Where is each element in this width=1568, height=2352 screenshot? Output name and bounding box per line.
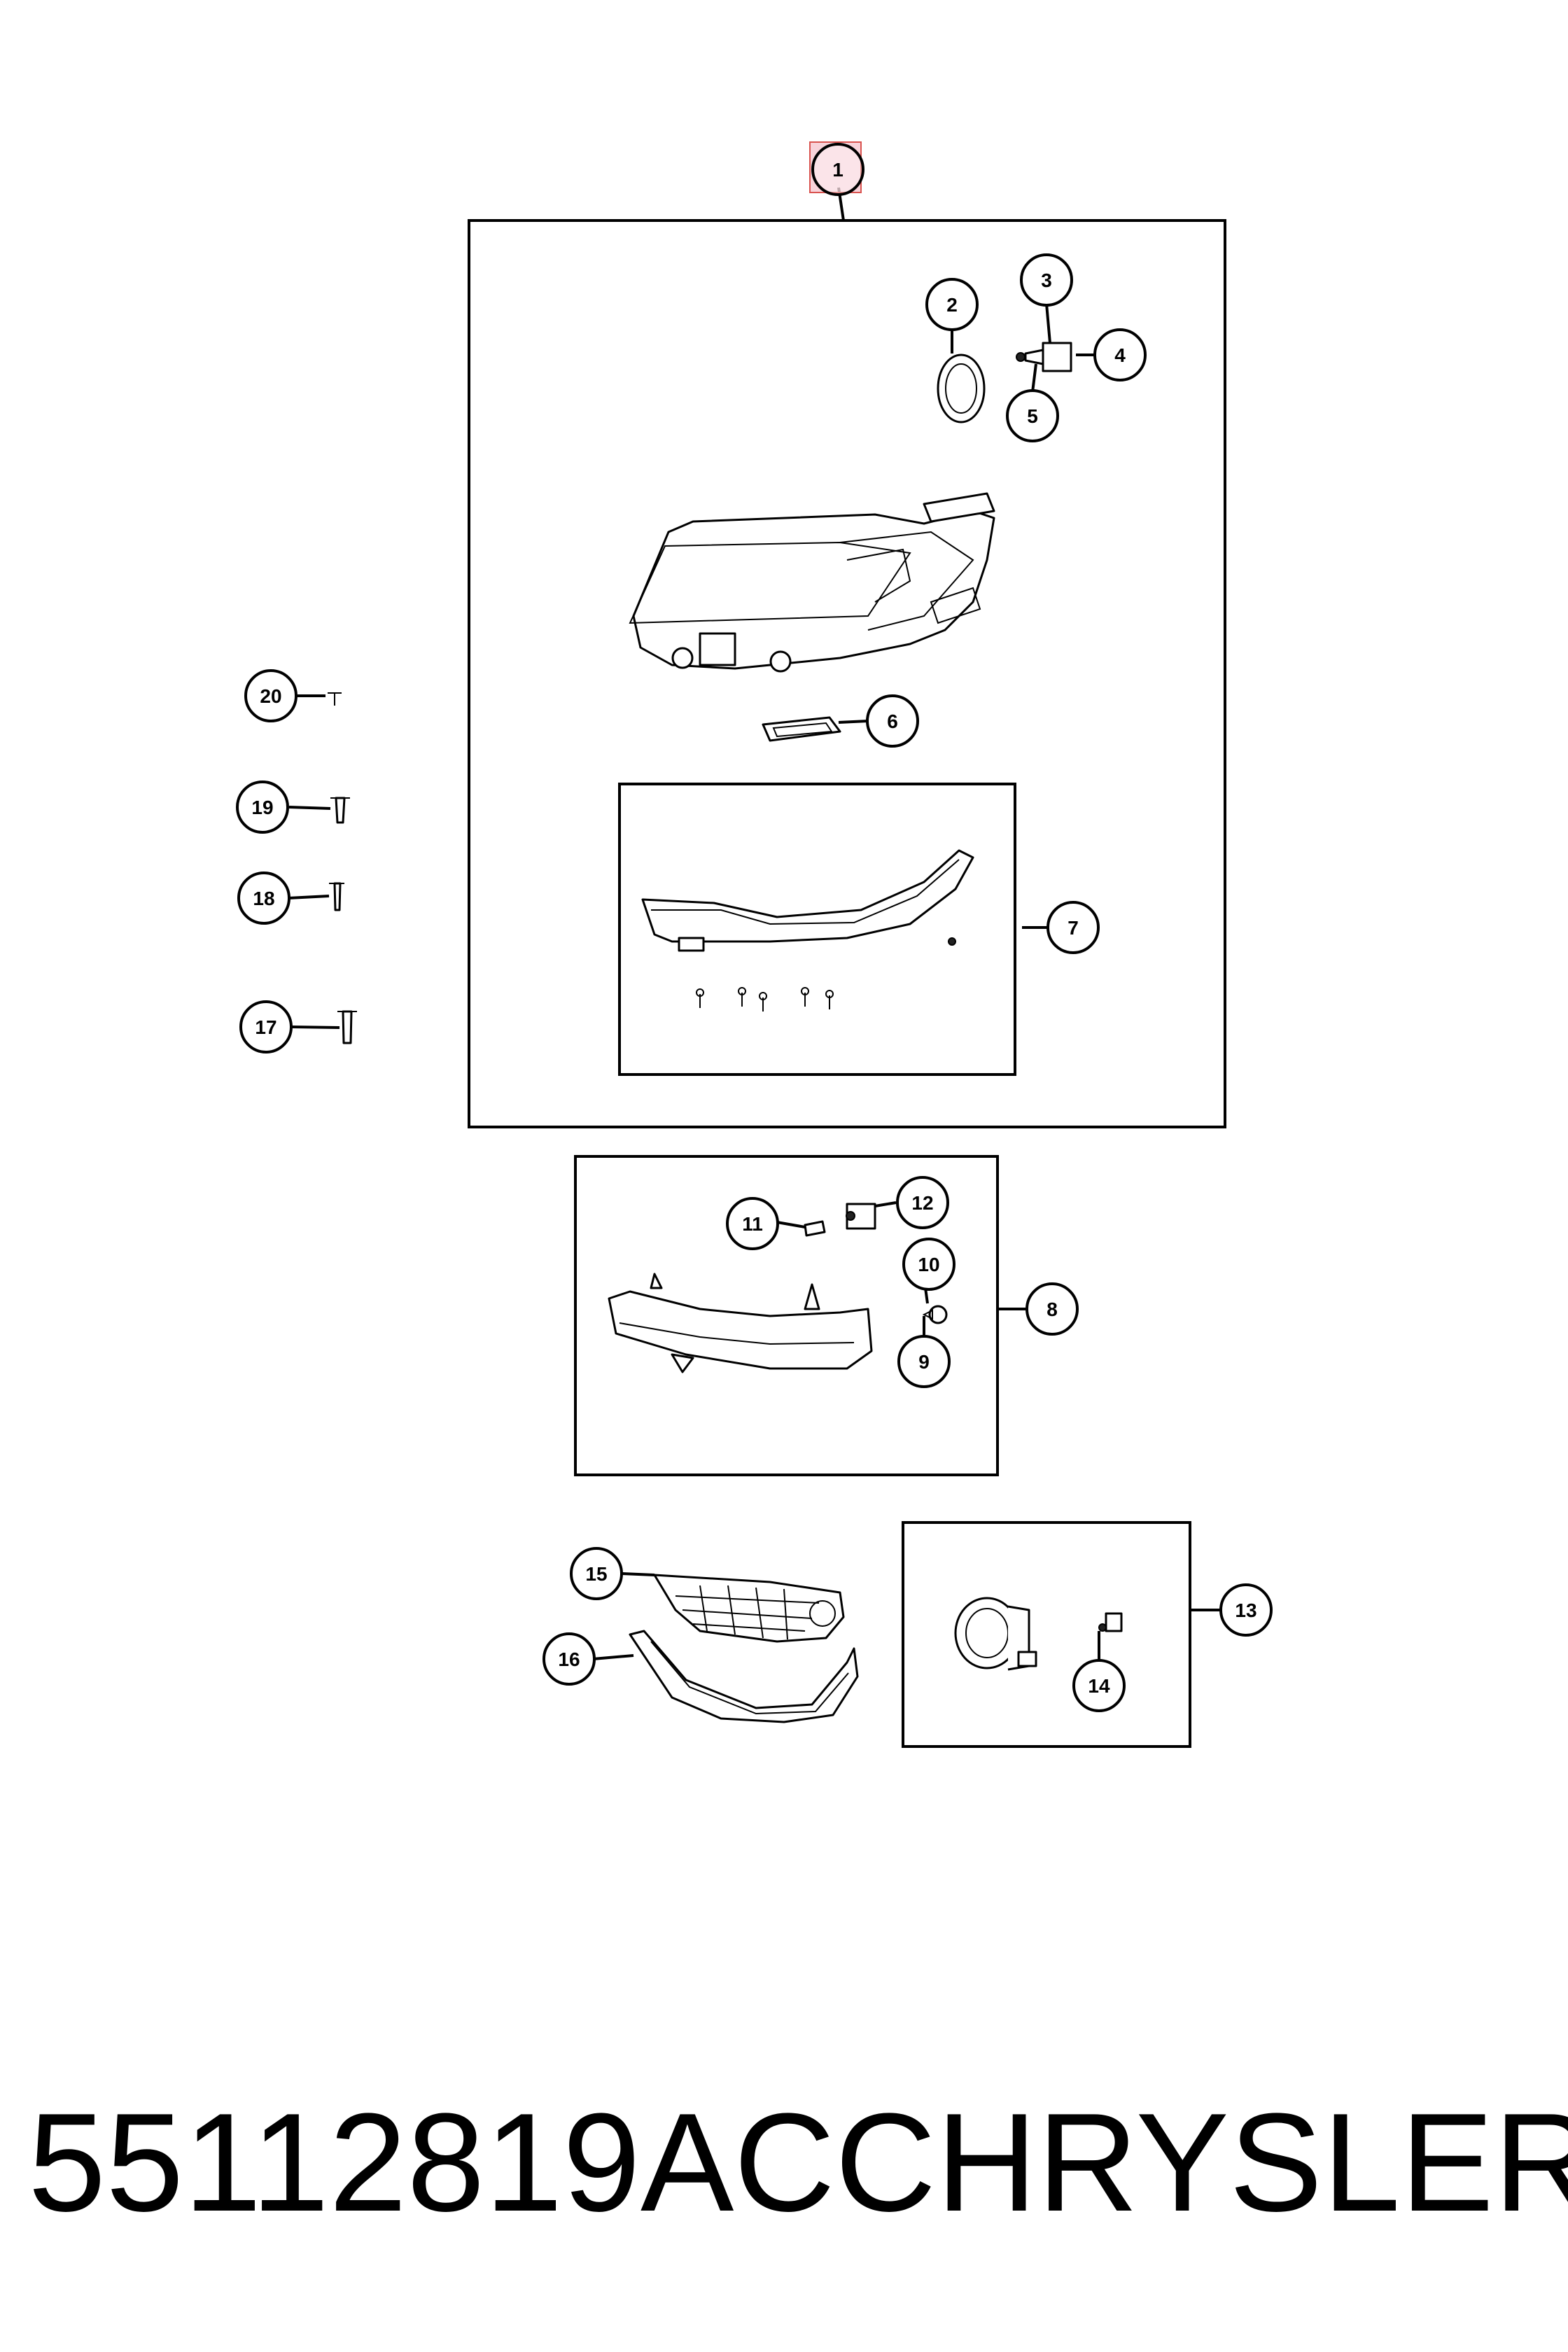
callout-18[interactable]: 18 — [237, 872, 290, 925]
callout-19-label: 19 — [251, 797, 273, 818]
headlamp-drawing — [629, 492, 995, 673]
drl-lamp-box — [574, 1155, 999, 1476]
callout-19[interactable]: 19 — [236, 780, 289, 834]
fastener-19 — [330, 797, 350, 824]
callout-8[interactable]: 8 — [1026, 1282, 1079, 1336]
caption: 55112819AC CHRYSLER — [28, 2072, 1568, 2254]
drl-connector — [922, 1305, 948, 1324]
callout-4[interactable]: 4 — [1093, 328, 1147, 382]
callout-10[interactable]: 10 — [902, 1238, 955, 1291]
callout-3-label: 3 — [1041, 270, 1052, 291]
callout-4-label: 4 — [1114, 344, 1126, 366]
drl-drawing — [608, 1273, 873, 1373]
callout-3[interactable]: 3 — [1020, 253, 1073, 307]
fog-lamp-drawing — [954, 1597, 1037, 1671]
callout-8-label: 8 — [1046, 1298, 1058, 1320]
callout-12-label: 12 — [911, 1192, 933, 1214]
callout-15-label: 15 — [585, 1563, 607, 1585]
headlamp-assembly-box — [468, 219, 1226, 1128]
callout-11[interactable]: 11 — [726, 1197, 779, 1250]
fastener-20 — [328, 692, 342, 706]
callout-20-label: 20 — [260, 685, 281, 707]
callout-9-label: 9 — [918, 1351, 930, 1373]
callout-16-label: 16 — [558, 1648, 580, 1670]
callout-6-label: 6 — [887, 710, 898, 732]
brand-name: CHRYSLER — [834, 2085, 1568, 2241]
callout-5-label: 5 — [1027, 405, 1038, 427]
callout-12[interactable]: 12 — [896, 1176, 949, 1229]
fog-lamp-box — [902, 1521, 1191, 1748]
headlamp-bulb-socket — [1016, 342, 1072, 372]
part-number: 55112819AC — [28, 2085, 835, 2241]
callout-1[interactable]: 1 — [809, 141, 864, 196]
callout-7[interactable]: 7 — [1046, 901, 1100, 954]
bracket-drawing — [641, 849, 974, 1011]
callout-18-label: 18 — [253, 888, 274, 909]
fog-bezel — [629, 1630, 859, 1723]
callout-16[interactable]: 16 — [542, 1632, 596, 1686]
callout-13[interactable]: 13 — [1219, 1583, 1273, 1637]
callout-14-label: 14 — [1088, 1675, 1110, 1697]
drl-socket — [846, 1203, 876, 1230]
fog-bulb — [1098, 1612, 1123, 1632]
leader-lines — [288, 187, 1224, 1666]
fastener-18 — [329, 882, 344, 911]
bracket-kit-box — [618, 783, 1016, 1076]
callout-2[interactable]: 2 — [925, 278, 979, 331]
gasket — [762, 716, 841, 742]
fog-grille — [653, 1574, 845, 1643]
callout-15[interactable]: 15 — [570, 1547, 623, 1600]
callout-9[interactable]: 9 — [897, 1335, 951, 1388]
fastener-17 — [337, 1010, 357, 1044]
callout-13-label: 13 — [1235, 1600, 1256, 1621]
callout-1-label: 1 — [832, 159, 844, 181]
callout-6[interactable]: 6 — [866, 694, 919, 748]
callout-17-label: 17 — [255, 1016, 276, 1038]
callout-7-label: 7 — [1068, 917, 1079, 939]
drl-bulb — [804, 1220, 826, 1237]
callout-17[interactable]: 17 — [239, 1000, 293, 1054]
callout-14[interactable]: 14 — [1072, 1659, 1126, 1712]
callout-11-label: 11 — [742, 1213, 763, 1235]
callout-2-label: 2 — [946, 294, 958, 316]
headlamp-cover-ring — [937, 354, 986, 424]
callout-5[interactable]: 5 — [1006, 389, 1059, 442]
callout-20[interactable]: 20 — [244, 669, 298, 722]
callout-10-label: 10 — [918, 1254, 939, 1275]
